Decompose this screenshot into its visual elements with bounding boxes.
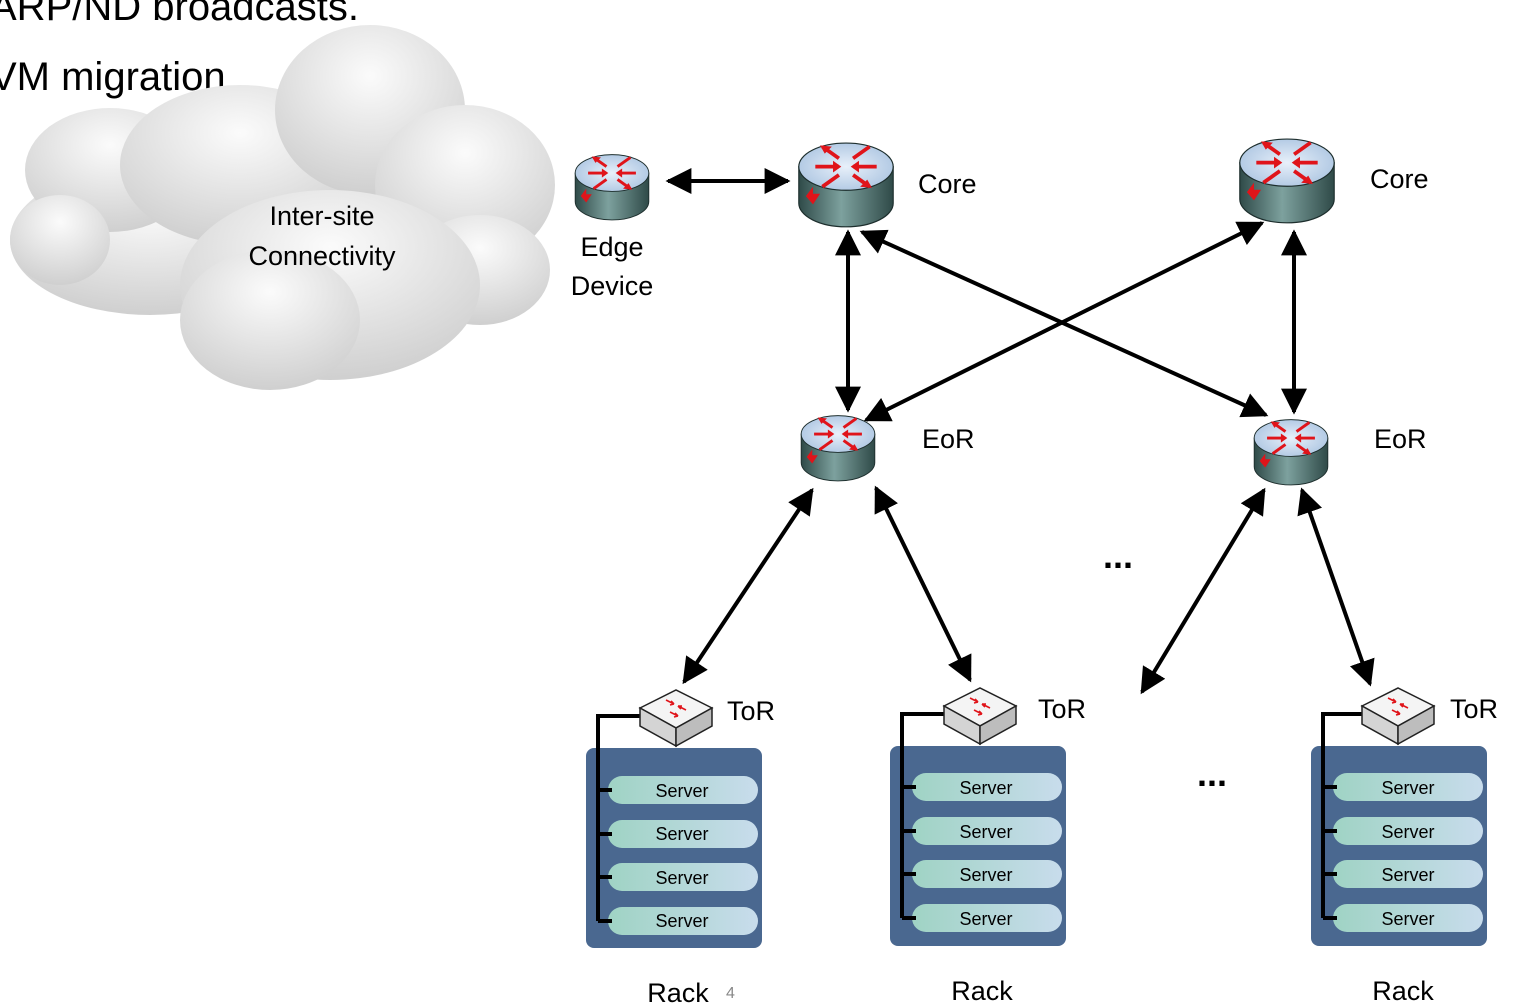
- server-label: Server: [959, 865, 1012, 885]
- server-slot: [1333, 773, 1483, 801]
- tor-label: ToR: [1038, 694, 1086, 724]
- server-slot: [608, 863, 758, 891]
- page-number: 4: [726, 985, 735, 1002]
- edge-router-icon[interactable]: [573, 153, 651, 222]
- server-label: Server: [655, 781, 708, 801]
- server-label: Server: [1381, 865, 1434, 885]
- server-slot: [912, 773, 1062, 801]
- server-slot: [912, 817, 1062, 845]
- link-core-right-eor-left: [863, 221, 1265, 422]
- server-label: Server: [1381, 909, 1434, 929]
- core-left-router-icon[interactable]: [796, 141, 896, 229]
- edge-label-line2: Device: [571, 271, 654, 301]
- rack-label: Rack: [951, 976, 1013, 1005]
- server-label: Server: [655, 911, 708, 931]
- rack-2: Server Server Server Server: [890, 687, 1066, 946]
- server-slot: [608, 907, 758, 935]
- ellipsis-upper: ...: [1103, 535, 1133, 576]
- server-slot: [608, 776, 758, 804]
- edge-label-line1: Edge: [580, 232, 643, 262]
- tor-switch-icon[interactable]: [1361, 687, 1435, 745]
- tor-switch-icon[interactable]: [943, 687, 1017, 745]
- server-slot: [912, 860, 1062, 888]
- rack-label: Rack: [1372, 976, 1434, 1005]
- network-links: [665, 168, 1375, 695]
- server-label: Server: [1381, 822, 1434, 842]
- server-label: Server: [959, 778, 1012, 798]
- link-eor-left-tor-2: [874, 485, 972, 683]
- server-slot: [1333, 904, 1483, 932]
- eor-right-label: EoR: [1374, 424, 1427, 454]
- server-label: Server: [655, 824, 708, 844]
- cloud-shape: [10, 25, 555, 390]
- link-eor-right-offscreen: [1140, 487, 1266, 695]
- server-label: Server: [959, 822, 1012, 842]
- rack-1: Server Server Server Server: [586, 689, 762, 948]
- server-slot: [1333, 817, 1483, 845]
- core-left-label: Core: [918, 169, 977, 199]
- server-label: Server: [959, 909, 1012, 929]
- server-slot: [1333, 860, 1483, 888]
- server-label: Server: [655, 868, 708, 888]
- tor-switch-icon[interactable]: [639, 689, 713, 747]
- tor-label: ToR: [727, 696, 775, 726]
- link-eor-right-tor-3: [1297, 487, 1375, 687]
- link-eor-left-tor-1: [682, 487, 814, 685]
- server-label: Server: [1381, 778, 1434, 798]
- eor-right-router-icon[interactable]: [1252, 418, 1330, 487]
- cloud-label-line2: Connectivity: [248, 241, 396, 271]
- server-slot: [608, 820, 758, 848]
- eor-left-router-icon[interactable]: [799, 414, 877, 483]
- core-right-router-icon[interactable]: [1237, 137, 1337, 225]
- tor-label: ToR: [1450, 694, 1498, 724]
- bullet-line-1: ARP/ND broadcasts.: [0, 0, 360, 29]
- eor-left-label: EoR: [922, 424, 975, 454]
- rack-label: Rack: [647, 978, 709, 1005]
- rack-3: Server Server Server Server: [1311, 687, 1487, 946]
- cloud-label-line1: Inter-site: [269, 201, 374, 231]
- core-right-label: Core: [1370, 164, 1429, 194]
- ellipsis-lower: ...: [1197, 753, 1227, 794]
- server-slot: [912, 904, 1062, 932]
